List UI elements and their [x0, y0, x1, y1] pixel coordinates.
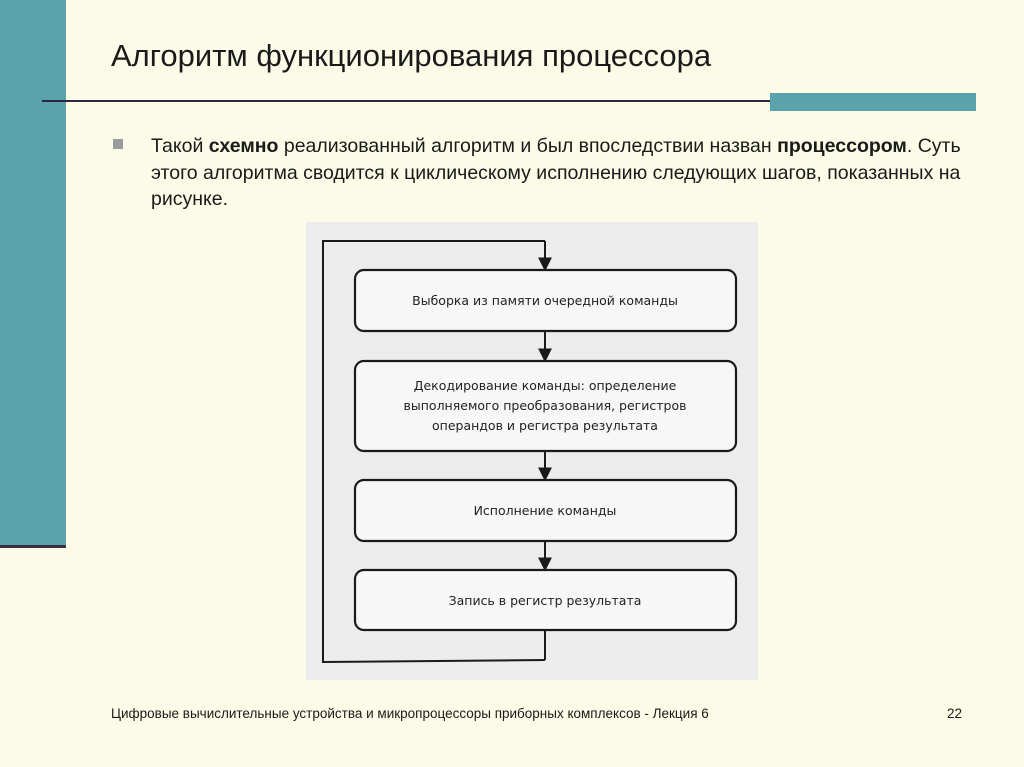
bullet-bold-term: схемно	[208, 135, 279, 157]
bullet-text-part: реализованный алгоритм и был впоследстви…	[278, 135, 778, 157]
step-label-execute: Исполнение команды	[474, 503, 617, 518]
side-accent-bar-edge	[0, 545, 66, 548]
step-label-decode-line: операндов и регистра результата	[432, 418, 658, 433]
slide-footer: Цифровые вычислительные устройства и мик…	[111, 706, 709, 721]
step-label-writeback: Запись в регистр результата	[449, 593, 642, 608]
flowchart-diagram: Выборка из памяти очередной команды Деко…	[322, 240, 738, 664]
bullet-text-part: Такой	[151, 135, 209, 157]
loop-connector	[322, 240, 546, 664]
bullet-text-part: . Суть этого алгоритма сводится к циклич…	[151, 135, 961, 210]
side-accent-bar	[0, 0, 66, 545]
page-number: 22	[947, 706, 963, 721]
title-underline	[42, 100, 976, 102]
step-label-decode-line: Декодирование команды: определение	[414, 378, 677, 393]
bullet-marker	[113, 139, 123, 149]
step-label-decode-line: выполняемого преобразования, регистров	[404, 398, 687, 413]
bullet-bold-term: процессором	[777, 135, 907, 157]
slide-title: Алгоритм функционирования процессора	[111, 38, 712, 73]
step-label-fetch: Выборка из памяти очередной команды	[412, 293, 678, 308]
title-accent-block	[770, 93, 976, 111]
flowchart-figure: Выборка из памяти очередной команды Деко…	[306, 222, 758, 680]
bullet-paragraph: Такой схемно реализованный алгоритм и бы…	[151, 133, 981, 213]
